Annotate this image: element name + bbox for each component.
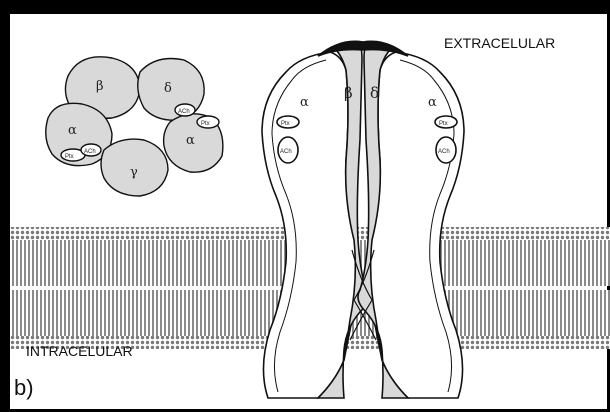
label-alpha-right-top: α bbox=[186, 133, 195, 148]
label-site-ach-top-right: ACh bbox=[178, 109, 190, 115]
label-beta-side: β bbox=[344, 84, 353, 102]
label-panel-b: b) bbox=[14, 375, 34, 400]
label-delta-top: δ bbox=[164, 81, 172, 96]
frame-top-band bbox=[0, 0, 610, 14]
label-alpha-left-top: α bbox=[68, 123, 77, 138]
label-site-ptx-side-right: Ptx bbox=[439, 121, 448, 127]
label-site-ptx-top-right: Ptx bbox=[201, 121, 210, 127]
frame-left-band bbox=[0, 0, 10, 412]
label-site-ach-side-left: ACh bbox=[280, 149, 292, 155]
label-alpha-left-side: α bbox=[300, 95, 309, 110]
label-intracellular: INTRACELULAR bbox=[26, 343, 133, 359]
label-gamma-top: γ bbox=[130, 165, 138, 180]
label-extracellular: EXTRACELULAR bbox=[444, 35, 555, 51]
label-site-ach-side-right: ACh bbox=[438, 149, 450, 155]
label-alpha-right-side: α bbox=[428, 95, 437, 110]
label-site-ptx-side-left: Ptx bbox=[281, 121, 290, 127]
label-site-ptx-top-left: Ptx bbox=[65, 154, 74, 160]
label-beta-top: β bbox=[96, 79, 104, 94]
label-site-ach-top-left: ACh bbox=[84, 149, 96, 155]
label-delta-side: δ bbox=[370, 84, 379, 102]
